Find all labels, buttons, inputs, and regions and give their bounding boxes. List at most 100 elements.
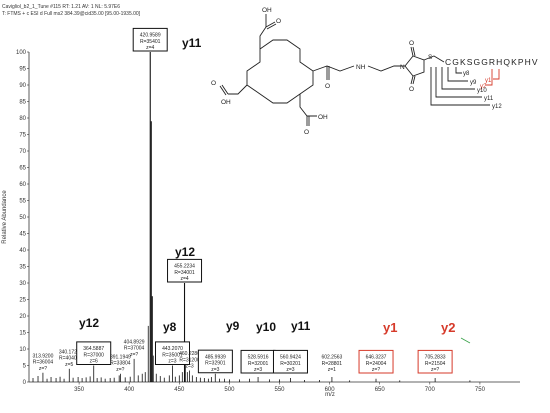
peak-annotation-text: z=3 bbox=[211, 367, 219, 373]
cooh-oh-top: OH bbox=[262, 7, 272, 14]
peak-annotation-box bbox=[197, 349, 233, 374]
peak-annotation-text: R=32001 bbox=[248, 361, 269, 367]
peak-annotation-text: z=4 bbox=[180, 276, 188, 282]
y11-fragment-label: y11 bbox=[484, 96, 494, 102]
peak-annotation-text: 560.9424 bbox=[280, 355, 301, 361]
acetate-arm-left bbox=[228, 84, 248, 95]
amide-o: O bbox=[325, 83, 330, 90]
ion-label-y2: y2 bbox=[441, 320, 455, 335]
y-tick-label: 40 bbox=[19, 248, 26, 254]
y-tick-label: 15 bbox=[19, 331, 26, 337]
y9-fragment-label: y9 bbox=[470, 80, 477, 86]
y-tick-label: 5 bbox=[23, 364, 27, 370]
peak-annotation-text: R=37004 bbox=[124, 346, 145, 352]
ion-label-y10: y10 bbox=[256, 320, 276, 334]
peak-annotation-text: z=5 bbox=[65, 362, 73, 368]
cooh-oh-bottom: OH bbox=[318, 114, 328, 121]
y12-fragment-label: y12 bbox=[492, 104, 502, 110]
y-tick-label: 80 bbox=[19, 116, 26, 122]
peak-annotation-text: z=4 bbox=[146, 45, 154, 51]
peak-annotation-text: 391.1949 bbox=[110, 354, 131, 360]
peak-annotation-text: R=40401 bbox=[59, 356, 80, 362]
peak-annotation-text: 443.2070 bbox=[162, 346, 183, 352]
maleimide-n: N bbox=[400, 64, 405, 71]
fragment-markers bbox=[430, 67, 500, 106]
x-tick-label: 500 bbox=[224, 387, 235, 393]
x-tick-label: 350 bbox=[74, 387, 85, 393]
peak-annotation-text: z=? bbox=[431, 367, 439, 373]
y8-cleavage-marker bbox=[455, 67, 462, 74]
y1-fragment-label: y1 bbox=[485, 78, 492, 84]
thioether-s: S bbox=[428, 54, 433, 61]
x-tick-label: 700 bbox=[425, 387, 436, 393]
x-axis-label: m/z bbox=[325, 392, 335, 398]
x-tick-label: 600 bbox=[325, 387, 336, 393]
y10-cleavage-marker bbox=[441, 67, 475, 90]
ion-label-y12-mid: y12 bbox=[175, 245, 195, 259]
peak-annotation-text: 646.3237 bbox=[366, 355, 387, 361]
ion-label-y11-top: y11 bbox=[182, 36, 202, 50]
carbonyl-o-left: O bbox=[211, 80, 216, 87]
peak-annotation-text: R=32901 bbox=[205, 361, 226, 367]
y12-cleavage-marker bbox=[430, 67, 490, 106]
peak-annotation-box bbox=[272, 349, 308, 374]
peak-annotation-text: 404.8929 bbox=[124, 340, 145, 346]
x-tick-label: 750 bbox=[475, 387, 486, 393]
ion-label-y1: y1 bbox=[383, 320, 397, 335]
peak-annotation-box bbox=[358, 349, 394, 374]
amide-linker bbox=[312, 65, 355, 72]
y1-cleavage-marker bbox=[493, 69, 500, 80]
y8-fragment-label: y8 bbox=[463, 71, 470, 77]
maleimide-o-bottom: O bbox=[409, 86, 414, 93]
peak-annotation-box bbox=[76, 341, 112, 365]
peak-annotation-text: z=3 bbox=[286, 367, 294, 373]
amide-nh: NH bbox=[356, 64, 366, 71]
y9-cleavage-marker bbox=[447, 67, 468, 82]
peak-annotation-text: z=? bbox=[130, 352, 138, 358]
peak-annotation-box bbox=[132, 27, 168, 52]
peak-annotation-text: z=? bbox=[39, 366, 47, 372]
peak-annotation-text: z=3 bbox=[185, 363, 193, 369]
x-tick-label: 650 bbox=[375, 387, 386, 393]
peak-annotation-text: 602.2563 bbox=[321, 355, 342, 361]
peak-annotation-text: R=37000 bbox=[84, 352, 105, 358]
y-tick-label: 100 bbox=[16, 50, 27, 56]
peak-annotation-text: z=3 bbox=[168, 359, 176, 365]
peak-annotation-text: z=6 bbox=[90, 359, 98, 365]
peak-annotation-text: R=24004 bbox=[366, 361, 387, 367]
cyclen-ring bbox=[246, 39, 314, 104]
peak-annotation-text: 313.9200 bbox=[33, 353, 54, 359]
y-tick-label: 20 bbox=[19, 314, 26, 320]
peak-annotation-text: z=3 bbox=[254, 367, 262, 373]
y-tick-label: 55 bbox=[19, 199, 26, 205]
x-tick-label: 400 bbox=[124, 387, 135, 393]
peak-annotation-box bbox=[167, 258, 203, 283]
peak-annotation-box bbox=[417, 349, 453, 374]
y-axis-ticks: 0510152025303540455055606570758085909510… bbox=[16, 50, 29, 386]
y9-pointer-line bbox=[460, 337, 471, 344]
y-tick-label: 35 bbox=[19, 265, 26, 271]
peak-annotation-text: 460.2286 bbox=[179, 351, 200, 357]
peak-annotation-text: R=34001 bbox=[174, 270, 195, 276]
peak-annotation-text: R=21504 bbox=[425, 361, 446, 367]
cooh-oh-left: OH bbox=[221, 99, 231, 106]
peak-annotation-text: R=28801 bbox=[322, 361, 343, 367]
dota-maleimide-peptide-structure bbox=[219, 14, 500, 126]
x-tick-label: 450 bbox=[174, 387, 185, 393]
carbonyl-o-top: O bbox=[276, 18, 281, 25]
peak-annotation-text: 420.9589 bbox=[140, 33, 161, 39]
